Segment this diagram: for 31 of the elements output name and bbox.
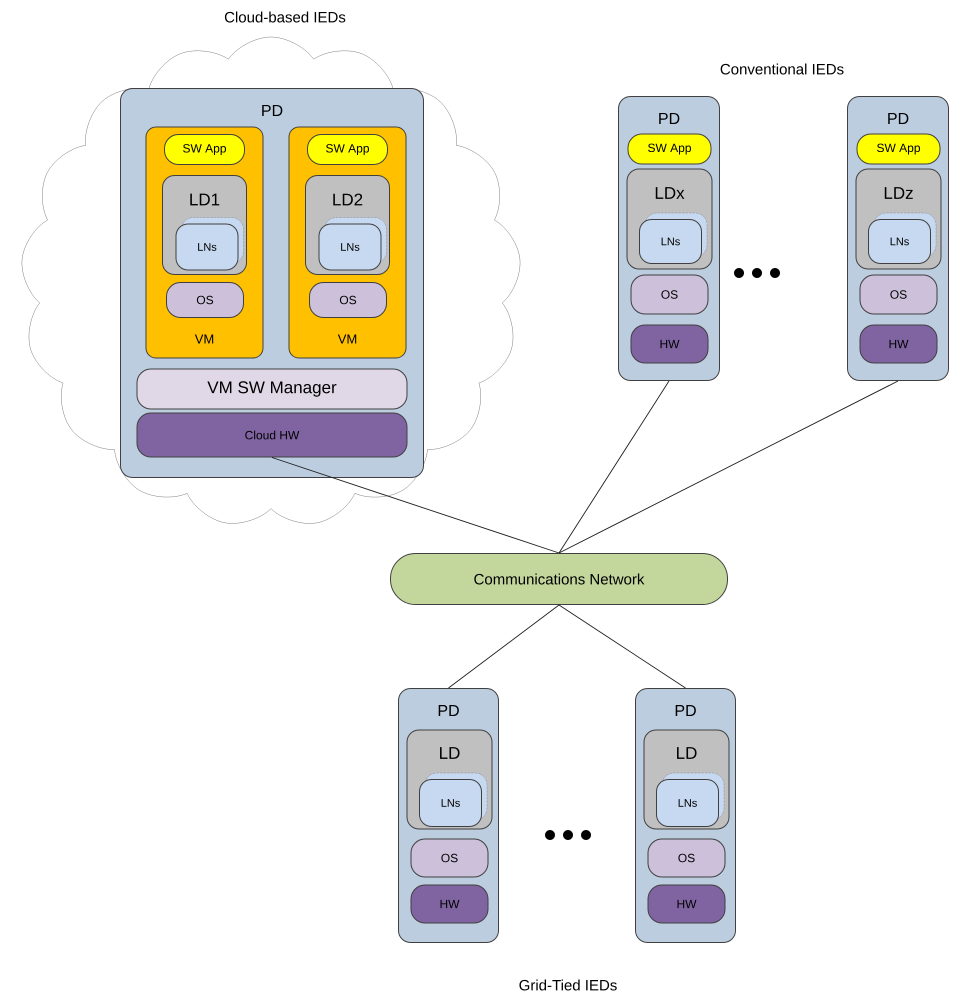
app-box: SW App <box>164 134 245 165</box>
connector-line <box>448 604 560 688</box>
network-box: Communications Network <box>390 553 728 605</box>
connector-line <box>272 457 560 554</box>
hardware-box: Cloud HW <box>136 412 408 458</box>
os-box: OS <box>860 274 938 314</box>
connector-line <box>558 380 670 554</box>
os-box: OS <box>648 838 726 878</box>
hardware-box: HW <box>648 884 726 924</box>
os-box: OS <box>309 282 387 318</box>
manager-box: VM SW Manager <box>136 368 408 410</box>
hardware-box: HW <box>630 324 708 364</box>
hardware-box: HW <box>410 884 488 924</box>
app-box: SW App <box>628 134 712 164</box>
os-box: OS <box>630 274 708 314</box>
lns-box: LNs <box>318 217 387 270</box>
lns-box: LNs <box>419 772 488 827</box>
node-label: Cloud-based IEDs <box>224 11 346 23</box>
group-label: Grid-Tied IEDs <box>519 980 617 990</box>
os-box: OS <box>410 838 488 878</box>
lns-box: LNs <box>639 212 708 264</box>
os-box: OS <box>166 282 244 318</box>
hardware-box: HW <box>860 324 938 364</box>
lns-box: LNs <box>656 772 724 827</box>
group-label: Conventional IEDs <box>720 64 844 74</box>
lns-box: LNs <box>176 217 244 270</box>
app-box: SW App <box>856 134 940 164</box>
connector-line <box>558 604 686 688</box>
app-box: SW App <box>307 134 388 165</box>
lns-box: LNs <box>868 212 936 264</box>
connector-line <box>558 380 898 554</box>
